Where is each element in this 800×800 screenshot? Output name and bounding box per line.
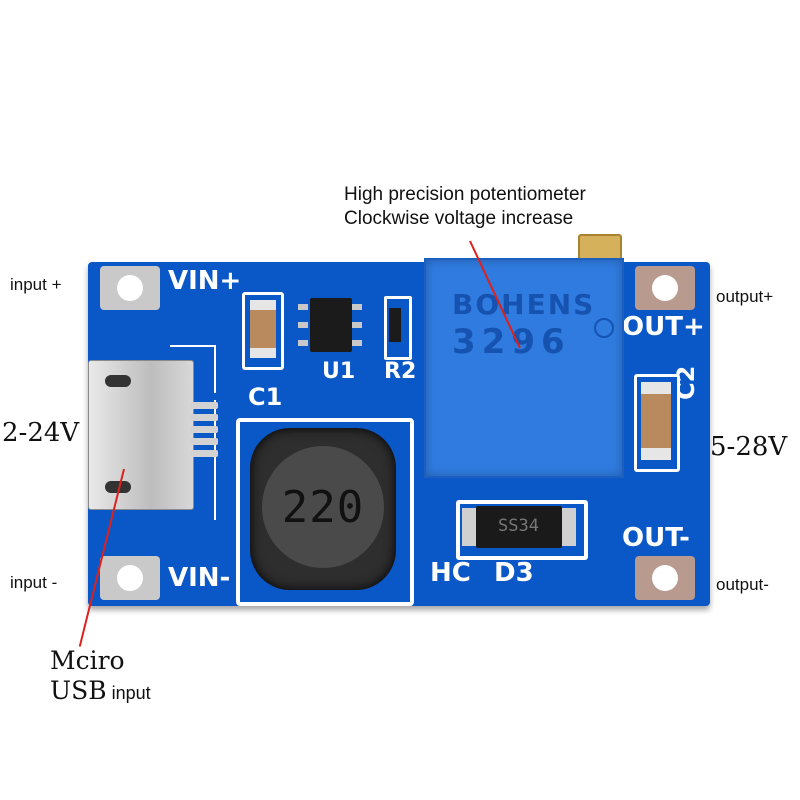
diode-marking: SS34 (498, 516, 539, 536)
input-minus-label: input - (10, 573, 58, 592)
output-minus-label: output- (716, 575, 769, 594)
capacitor-c1-end (250, 300, 276, 310)
potentiometer (424, 258, 624, 478)
usb-tab (105, 375, 131, 387)
silk-d3: D3 (494, 558, 534, 588)
chip-pin (352, 322, 362, 328)
silk-c1: C1 (248, 383, 283, 411)
input-voltage-label: 2-24V (2, 418, 80, 448)
u1-chip (310, 298, 352, 352)
usb-annotation-usb: USB (50, 676, 107, 705)
usb-pin (190, 450, 218, 457)
usb-annotation-line1: Mciro (50, 646, 125, 675)
capacitor-c2-end (641, 382, 671, 394)
silk-hc: HC (430, 558, 471, 588)
capacitor-c1-end (250, 348, 276, 358)
diode-pad (560, 508, 576, 546)
silk-out-minus: OUT- (622, 523, 690, 553)
pot-annotation-line2: Clockwise voltage increase (344, 208, 574, 229)
out-plus-pad (635, 266, 695, 310)
capacitor-c2-end (641, 448, 671, 460)
output-voltage-label: 5-28V (710, 432, 788, 462)
chip-pin (298, 322, 308, 328)
silk-outline (170, 345, 216, 393)
chip-pin (298, 304, 308, 310)
mounting-hole (117, 565, 143, 591)
silk-vin-minus: VIN- (168, 563, 231, 593)
chip-pin (352, 304, 362, 310)
usb-pin (190, 438, 218, 445)
chip-pin (298, 340, 308, 346)
usb-pin (190, 426, 218, 433)
mounting-hole (652, 565, 678, 591)
inductor-core: 220 (262, 446, 384, 568)
out-minus-pad (635, 556, 695, 600)
resistor-r2-body (389, 308, 401, 342)
resistor-r2 (384, 296, 412, 360)
diode-pad (462, 508, 478, 546)
inductor-marking: 220 (281, 481, 365, 533)
usb-annotation-line2: USB input (50, 676, 151, 705)
capacitor-c2-body (641, 382, 671, 460)
silk-r2: R2 (384, 359, 417, 384)
micro-usb-connector (88, 360, 194, 510)
registered-mark-icon (594, 318, 614, 338)
usb-pin (190, 414, 218, 421)
silk-outline (206, 400, 216, 520)
usb-annotation-input: input (106, 683, 151, 703)
silk-u1: U1 (322, 359, 356, 384)
diode-outline (456, 500, 588, 560)
mounting-hole (117, 275, 143, 301)
vin-minus-pad (100, 556, 160, 600)
potentiometer-brand: BOHENS (452, 288, 596, 321)
silk-vin-plus: VIN+ (168, 266, 242, 296)
chip-pin (352, 340, 362, 346)
usb-pin (190, 402, 218, 409)
mounting-hole (652, 275, 678, 301)
input-plus-label: input + (10, 275, 62, 294)
output-plus-label: output+ (716, 287, 774, 306)
potentiometer-model: 3296 (452, 322, 571, 362)
silk-out-plus: OUT+ (622, 312, 705, 342)
diode-d3 (476, 506, 562, 548)
vin-plus-pad (100, 266, 160, 310)
pot-annotation-line1: High precision potentiometer (344, 184, 586, 205)
